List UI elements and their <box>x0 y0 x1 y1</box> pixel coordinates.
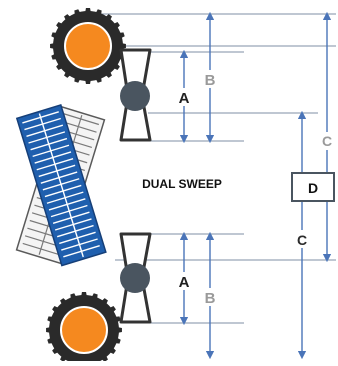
label-c-right: C <box>322 133 332 149</box>
label-d: D <box>308 180 318 196</box>
label-c-center: C <box>297 232 307 248</box>
bottom-nozzle-icon <box>119 232 152 324</box>
label-b-bottom: B <box>205 290 216 307</box>
label-a-bottom: A <box>179 274 190 291</box>
brush-spine <box>38 113 84 258</box>
label-a-top: A <box>179 90 190 107</box>
brush-panels <box>15 103 107 267</box>
bottom-sun-icon <box>46 292 122 366</box>
blue-brush-panel <box>15 103 107 267</box>
reference-lines <box>88 13 336 324</box>
label-b-top: B <box>205 72 216 89</box>
top-nozzle-icon <box>119 48 152 142</box>
d-bracket <box>291 172 335 202</box>
label-backgrounds <box>175 70 336 306</box>
top-sun-icon <box>50 8 126 84</box>
diagram-title: DUAL SWEEP <box>142 177 222 191</box>
